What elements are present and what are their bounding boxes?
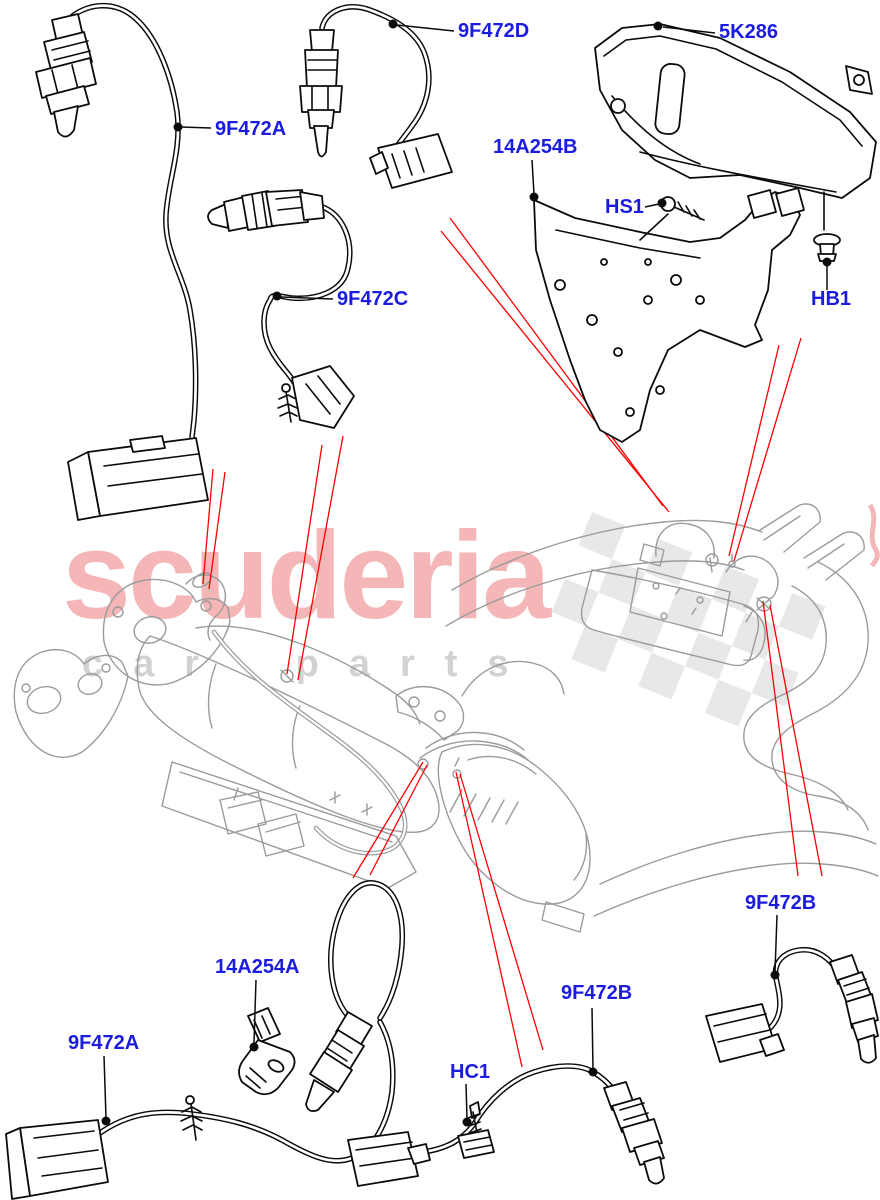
cable-tree-clip xyxy=(180,1095,203,1141)
hanging-connector-2 xyxy=(257,813,305,857)
part-label-9F472B-bottom[interactable]: 9F472B xyxy=(561,982,632,1004)
sensor-connector xyxy=(291,365,355,429)
sensor-elbow-right xyxy=(725,555,779,599)
part-oxygen-sensor-9F472C xyxy=(207,189,355,429)
assembly-overview xyxy=(13,503,879,933)
red-locator-lines xyxy=(202,217,823,1068)
part-bracket-14A254A xyxy=(238,1007,296,1096)
watermark-tagline-text: car parts xyxy=(82,643,539,685)
part-label-9F472B-right[interactable]: 9F472B xyxy=(745,892,816,914)
part-label-HB1[interactable]: HB1 xyxy=(811,288,851,310)
silencer-mounting-bracket xyxy=(629,567,731,637)
harness-conduit-overview xyxy=(161,632,417,889)
sensor-connector xyxy=(377,133,453,189)
cable-tree-clip xyxy=(277,383,298,423)
center-silencer-assembly xyxy=(580,522,779,667)
exhaust-manifold xyxy=(13,578,231,758)
part-label-9F472D[interactable]: 9F472D xyxy=(458,20,529,42)
sensor-elbow-top xyxy=(655,522,715,559)
part-labels: 9F472A 9F472D 5K286 14A254B HS1 HB1 9F47… xyxy=(68,20,851,1083)
part-oxygen-sensor-9F472A-bottom xyxy=(5,883,402,1200)
part-label-14A254B[interactable]: 14A254B xyxy=(493,136,578,158)
watermark-edge-flourish xyxy=(867,503,880,568)
part-heat-shield-5K286 xyxy=(594,23,877,231)
part-label-14A254A[interactable]: 14A254A xyxy=(215,956,300,978)
cable-clip-HC1 xyxy=(457,1101,495,1159)
part-oxygen-sensor-9F472D xyxy=(299,7,453,189)
downpipe-sensor-port-1 xyxy=(417,758,429,770)
part-label-5K286[interactable]: 5K286 xyxy=(719,21,778,43)
watermark-layer: scuderia car parts xyxy=(62,503,880,727)
part-label-HS1[interactable]: HS1 xyxy=(605,196,644,218)
part-label-9F472A-bottom[interactable]: 9F472A xyxy=(68,1032,139,1054)
part-bracket-14A254B xyxy=(533,187,841,443)
part-oxygen-sensor-9F472B-bottom xyxy=(347,1066,665,1187)
label-leader-lines xyxy=(101,19,832,1127)
part-oxygen-sensor-9F472B-right xyxy=(705,950,879,1064)
part-label-9F472A-top[interactable]: 9F472A xyxy=(215,118,286,140)
sensor-connector xyxy=(347,1131,419,1187)
part-oxygen-sensor-9F472A-top xyxy=(35,6,209,521)
exhaust-pipes-rear xyxy=(445,503,879,917)
flex-coupling xyxy=(449,789,519,825)
shield-slot xyxy=(654,63,686,135)
bolt-location-hb1 xyxy=(728,553,736,568)
part-label-HC1[interactable]: HC1 xyxy=(450,1061,490,1083)
catalytic-converter-downpipe xyxy=(395,660,591,933)
harness-connector xyxy=(19,1119,109,1197)
hanging-connector-1 xyxy=(219,791,267,835)
bolt-HB1 xyxy=(813,233,841,262)
part-label-9F472C[interactable]: 9F472C xyxy=(337,288,408,310)
